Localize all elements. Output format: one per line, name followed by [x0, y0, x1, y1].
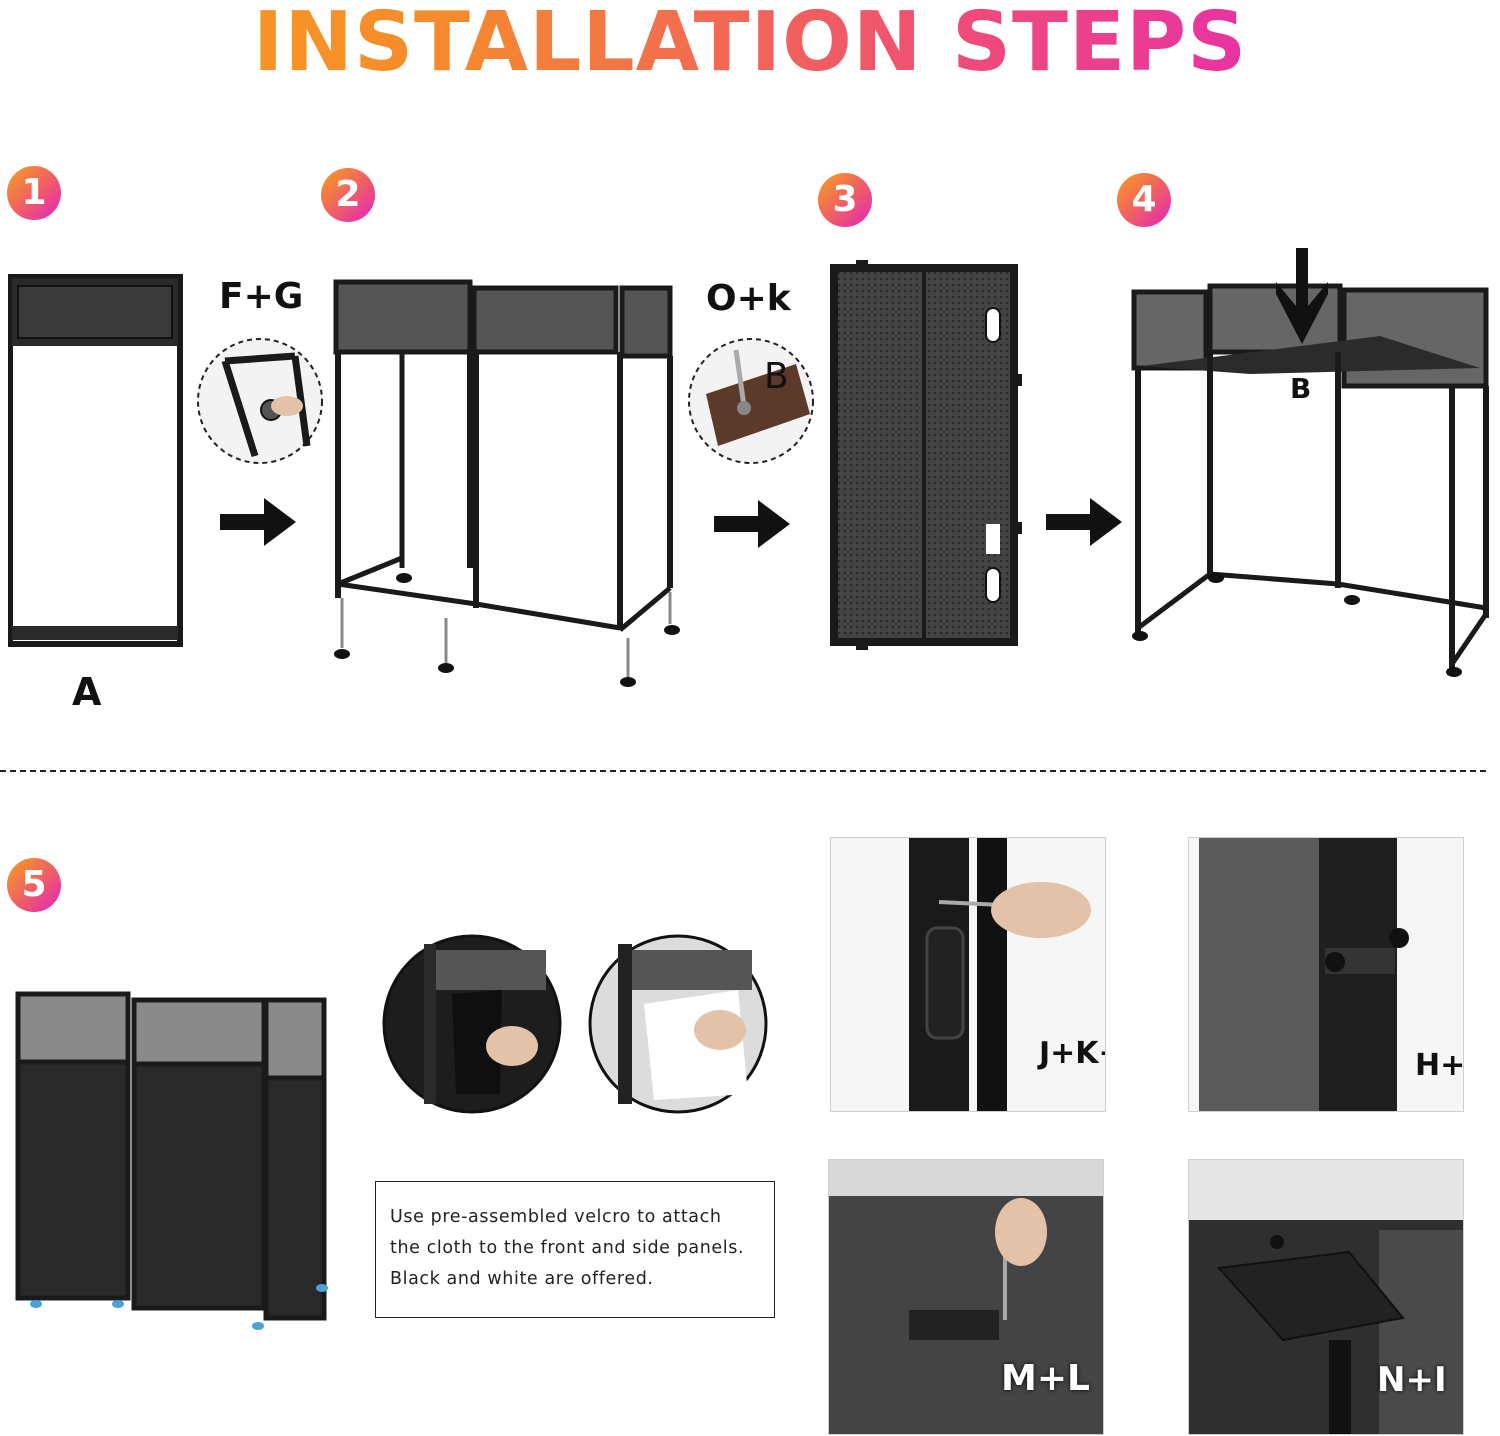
detail-photo-hi: H+I	[1188, 837, 1464, 1112]
detail-photo-jkl: J+K+L	[830, 837, 1106, 1112]
detail-photo-ml: M+L	[828, 1159, 1104, 1435]
white-cloth-velcro-photo	[588, 934, 768, 1114]
right-arrow-icon	[220, 498, 296, 546]
connector-label-fg: F+G	[219, 276, 304, 317]
photo-label-ml: M+L	[1001, 1358, 1090, 1399]
fg-detail-inset	[197, 338, 323, 464]
section-divider	[0, 770, 1486, 772]
right-arrow-icon	[714, 500, 790, 548]
down-arrow-icon	[1276, 248, 1328, 344]
connector-label-ok: O+k	[706, 278, 791, 319]
step-5-badge: 5	[7, 858, 61, 912]
inset-label-b: B	[764, 356, 789, 397]
step-1-badge: 1	[7, 166, 61, 220]
caption-line-2: the cloth to the front and side panels.	[390, 1238, 745, 1258]
right-arrow-icon	[1046, 498, 1122, 546]
handle-assembly-graphic	[909, 838, 1091, 1111]
detail-photo-ni: N+I	[1188, 1159, 1464, 1435]
frame-assembly-illustration	[333, 279, 680, 687]
photo-label-ni: N+I	[1377, 1360, 1447, 1400]
ok-detail-inset	[688, 338, 814, 464]
page-title: INSTALLATION STEPS	[0, 0, 1500, 86]
tray-shelf-graphic	[1189, 1160, 1463, 1434]
photo-label-hi: H+I	[1415, 1048, 1464, 1083]
caption-line-3: Black and white are offered.	[390, 1269, 654, 1289]
black-cloth-velcro-photo	[382, 934, 562, 1114]
velcro-caption-box: Use pre-assembled velcro to attach the c…	[375, 1181, 775, 1318]
step-2-badge: 2	[321, 168, 375, 222]
desk-assembly-illustration	[1131, 283, 1489, 677]
desk-screw-graphic	[829, 1160, 1103, 1434]
part-label-a: A	[72, 670, 102, 714]
panel-clamp-graphic	[1199, 838, 1409, 1111]
step-4-badge: 4	[1117, 173, 1171, 227]
mesh-panel-illustration	[830, 260, 1022, 650]
finished-booth-illustration	[15, 991, 328, 1330]
part-label-b: B	[1290, 372, 1312, 405]
panel-a-illustration	[8, 274, 183, 647]
photo-label-jkl: J+K+L	[1039, 1036, 1105, 1071]
caption-line-1: Use pre-assembled velcro to attach	[390, 1207, 722, 1227]
step-3-badge: 3	[818, 173, 872, 227]
